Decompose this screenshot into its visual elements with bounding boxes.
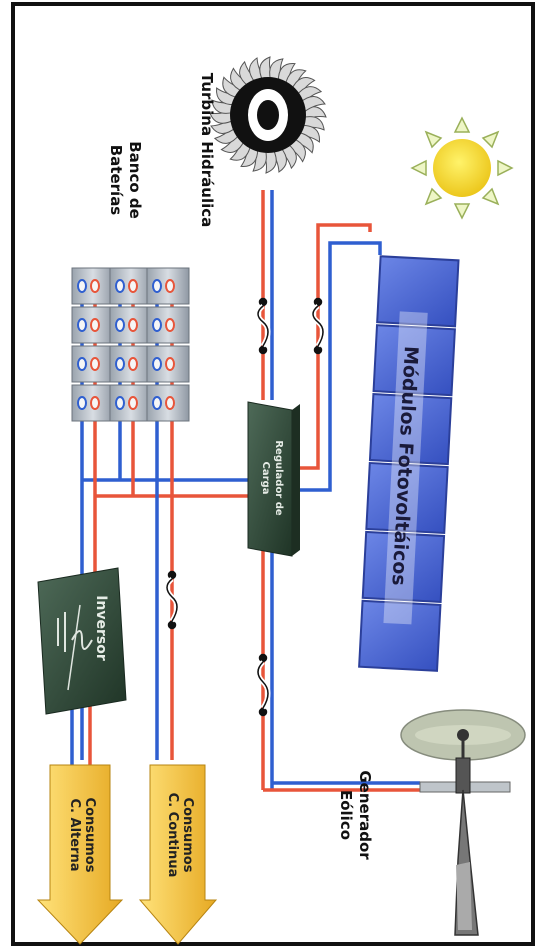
battery-terminal: [165, 279, 175, 293]
battery-terminal: [128, 279, 138, 293]
fuse-icon: [310, 297, 326, 355]
fuse-icon: [255, 653, 271, 717]
battery-terminal: [152, 318, 162, 332]
battery-terminal: [90, 318, 100, 332]
sine-wave-icon: [57, 604, 93, 691]
inverter: Inversor: [37, 567, 127, 715]
battery-terminal: [77, 357, 87, 371]
turbine-label: Turbina Hidráulica: [198, 73, 216, 228]
panel-cell: [368, 393, 453, 466]
ac-consumption-arrow: Consumos C. Alterna: [36, 764, 124, 945]
battery-terminal: [152, 396, 162, 410]
battery-terminal: [77, 279, 87, 293]
battery-terminal: [77, 396, 87, 410]
battery-label-line2: Baterías: [107, 145, 125, 216]
fuses: [164, 297, 326, 717]
turbine-blade: [299, 96, 326, 115]
fuse-icon: [164, 570, 180, 630]
ac-label-line2: C. Alterna: [67, 799, 82, 872]
panel-cell: [358, 599, 442, 672]
battery-terminal: [165, 396, 175, 410]
battery-terminal: [152, 279, 162, 293]
battery-terminal: [128, 357, 138, 371]
panel-cell: [376, 255, 460, 328]
battery-label-line1: Banco de: [126, 141, 144, 219]
battery-terminal: [115, 279, 125, 293]
regulator-label-line1: Regulador de: [273, 440, 284, 516]
battery-terminal: [90, 357, 100, 371]
wire-positive: [295, 223, 372, 470]
battery-terminal: [90, 396, 100, 410]
fuse-icon: [255, 297, 271, 355]
inverter-label: Inversor: [93, 595, 109, 661]
panel-cell: [361, 530, 446, 603]
battery-terminal: [115, 396, 125, 410]
battery-terminal: [77, 318, 87, 332]
dc-consumption-arrow: Consumos C. Continua: [138, 764, 218, 945]
battery-terminal: [115, 357, 125, 371]
sun-icon: [410, 116, 514, 220]
battery-bank: [71, 267, 190, 422]
battery-terminal: [128, 318, 138, 332]
battery-terminal: [152, 357, 162, 371]
battery-terminal: [90, 279, 100, 293]
charge-regulator: Regulador de Carga: [247, 401, 300, 557]
wind-generator-icon: [400, 709, 526, 936]
battery-terminal: [165, 357, 175, 371]
wind-label-line2: Eólico: [337, 790, 355, 840]
turbine-icon: [209, 56, 327, 174]
ac-label-line1: Consumos: [82, 798, 97, 873]
battery-terminal: [128, 396, 138, 410]
panel-cell: [365, 461, 449, 535]
wire-negative: [295, 241, 382, 492]
wind-label-line1: Generador: [356, 770, 374, 860]
panel-cell: [372, 324, 456, 397]
battery-terminal: [115, 318, 125, 332]
dc-label-line2: C. Continua: [165, 793, 180, 878]
battery-terminal: [165, 318, 175, 332]
regulator-label-line2: Carga: [260, 462, 271, 495]
dc-label-line1: Consumos: [180, 798, 195, 873]
photovoltaic-modules: Módulos Fotovoltáicos: [358, 255, 460, 672]
